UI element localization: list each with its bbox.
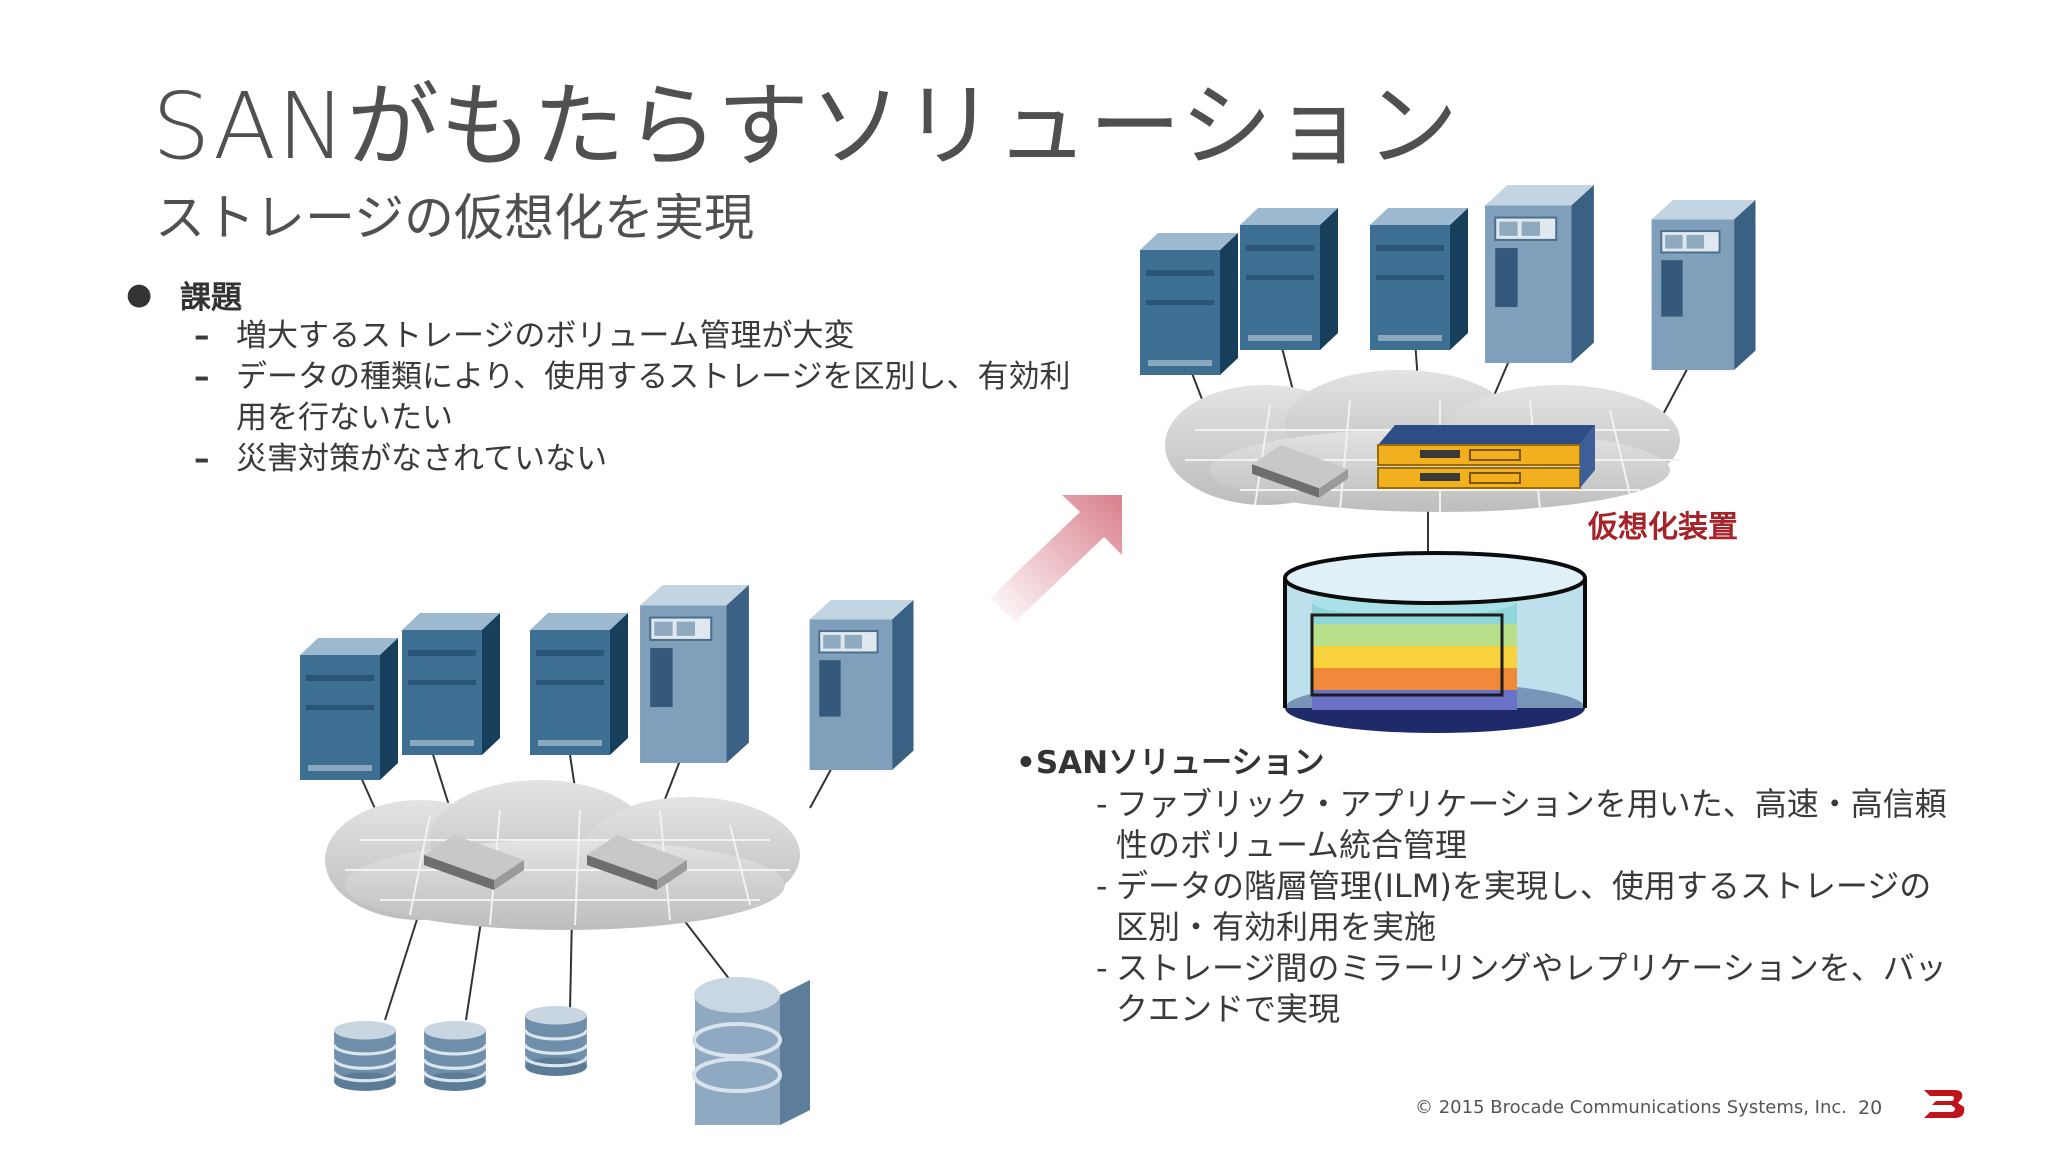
left-san-cloud-icon bbox=[325, 780, 800, 930]
left-server-icon bbox=[530, 613, 628, 755]
right-server-icon bbox=[1140, 233, 1238, 375]
challenge-item: – 災害対策がなされていない bbox=[126, 439, 1086, 480]
solution-item: - ファブリック・アプリケーションを用いた、高速・高信頼性のボリューム統合管理 bbox=[1016, 784, 1956, 866]
left-server-icon bbox=[300, 638, 398, 780]
dash-icon: – bbox=[194, 359, 210, 395]
slide-title: SANがもたらすソリューション bbox=[152, 73, 1460, 180]
footer-copyright: © 2015 Brocade Communications Systems, I… bbox=[1415, 1097, 1848, 1118]
left-disk-icon bbox=[334, 1020, 396, 1092]
challenges-heading-row: ● 課題 bbox=[126, 272, 1086, 316]
bullet-icon: ● bbox=[126, 276, 153, 312]
virtualization-label: 仮想化装置 bbox=[1588, 510, 1738, 545]
right-server-icon bbox=[1650, 200, 1757, 370]
challenges-section: ● 課題 – 増大するストレージのボリューム管理が大変 – データの種類により、… bbox=[126, 272, 1086, 480]
virtualization-appliance-icon bbox=[1377, 425, 1595, 489]
left-server-icon bbox=[402, 613, 500, 755]
storage-pool-icon bbox=[1283, 551, 1587, 733]
dash-icon: – bbox=[194, 441, 210, 477]
solution-item: - データの階層管理(ILM)を実現し、使用するストレージの区別・有効利用を実施 bbox=[1016, 866, 1956, 948]
dash-icon: – bbox=[194, 318, 210, 354]
solution-text: ファブリック・アプリケーションを用いた、高速・高信頼性のボリューム統合管理 bbox=[1116, 785, 1947, 864]
challenge-item: – 増大するストレージのボリューム管理が大変 bbox=[126, 316, 1086, 357]
challenge-text: データの種類により、使用するストレージを区別し、有効利用を行ないたい bbox=[236, 359, 1071, 436]
left-storage-array-icon bbox=[692, 977, 810, 1125]
slide-subtitle: ストレージの仮想化を実現 bbox=[155, 189, 754, 247]
solution-heading: •SANソリューション bbox=[1016, 745, 1325, 781]
right-server-icon bbox=[1240, 208, 1338, 350]
solution-text: データの階層管理(ILM)を実現し、使用するストレージの区別・有効利用を実施 bbox=[1116, 867, 1932, 946]
challenge-text: 増大するストレージのボリューム管理が大変 bbox=[236, 318, 855, 354]
challenge-text: 災害対策がなされていない bbox=[236, 441, 608, 477]
challenges-heading: 課題 bbox=[180, 279, 242, 316]
solution-item: - ストレージ間のミラーリングやレプリケーションを、バックエンドで実現 bbox=[1016, 948, 1976, 1030]
dash-icon: - bbox=[1096, 867, 1108, 905]
dash-icon: - bbox=[1096, 949, 1108, 987]
left-disk-icon bbox=[525, 1005, 587, 1077]
challenge-item: – データの種類により、使用するストレージを区別し、有効利用を行ないたい bbox=[126, 357, 1086, 439]
solution-section: •SANソリューション - ファブリック・アプリケーションを用いた、高速・高信頼… bbox=[1016, 742, 2016, 1030]
brocade-b-logo-icon bbox=[1924, 1090, 1965, 1118]
right-server-icon bbox=[1485, 185, 1595, 363]
left-disk-icon bbox=[424, 1020, 486, 1092]
dash-icon: - bbox=[1096, 785, 1108, 823]
solution-text: ストレージ間のミラーリングやレプリケーションを、バックエンドで実現 bbox=[1116, 949, 1947, 1028]
right-server-icon bbox=[1370, 208, 1468, 350]
transition-arrow-icon bbox=[990, 495, 1122, 622]
left-server-icon bbox=[808, 600, 915, 770]
left-server-icon bbox=[640, 585, 750, 763]
page-number: 20 bbox=[1858, 1097, 1883, 1119]
